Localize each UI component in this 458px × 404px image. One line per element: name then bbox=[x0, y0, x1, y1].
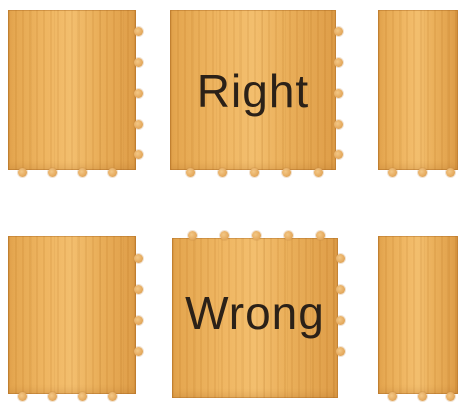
connector-knob bbox=[134, 27, 143, 36]
connector-knob bbox=[336, 347, 345, 356]
connector-knob bbox=[134, 120, 143, 129]
connector-knob bbox=[336, 285, 345, 294]
connector-knob bbox=[388, 168, 397, 177]
connector-knob bbox=[446, 168, 455, 177]
wood-tile-right bbox=[378, 236, 458, 394]
connector-knob bbox=[134, 150, 143, 159]
wood-tile-left bbox=[8, 10, 136, 170]
connector-knob bbox=[334, 150, 343, 159]
wood-tile-right bbox=[378, 10, 458, 170]
connector-knob bbox=[188, 231, 197, 240]
connector-knob bbox=[418, 392, 427, 401]
connector-knob bbox=[134, 254, 143, 263]
connector-knob bbox=[134, 89, 143, 98]
connector-knob bbox=[18, 168, 27, 177]
connector-knob bbox=[446, 392, 455, 401]
connector-knob bbox=[48, 392, 57, 401]
connector-knob bbox=[134, 58, 143, 67]
connector-knob bbox=[220, 231, 229, 240]
connector-knob bbox=[78, 168, 87, 177]
connector-knob bbox=[134, 347, 143, 356]
connector-knob bbox=[336, 316, 345, 325]
connector-knob bbox=[48, 168, 57, 177]
right-label: Right bbox=[170, 64, 336, 118]
wood-tile-center: Wrong bbox=[172, 238, 338, 398]
connector-knob bbox=[284, 231, 293, 240]
connector-knob bbox=[334, 89, 343, 98]
connector-knob bbox=[334, 120, 343, 129]
connector-knob bbox=[108, 168, 117, 177]
wrong-label: Wrong bbox=[172, 286, 338, 340]
wood-tile-center: Right bbox=[170, 10, 336, 170]
connector-knob bbox=[108, 392, 117, 401]
connector-knob bbox=[18, 392, 27, 401]
connector-knob bbox=[418, 168, 427, 177]
connector-knob bbox=[314, 168, 323, 177]
connector-knob bbox=[282, 168, 291, 177]
connector-knob bbox=[250, 168, 259, 177]
connector-knob bbox=[252, 231, 261, 240]
connector-knob bbox=[336, 254, 345, 263]
connector-knob bbox=[316, 231, 325, 240]
connector-knob bbox=[388, 392, 397, 401]
connector-knob bbox=[334, 58, 343, 67]
connector-knob bbox=[186, 168, 195, 177]
connector-knob bbox=[218, 168, 227, 177]
connector-knob bbox=[78, 392, 87, 401]
connector-knob bbox=[134, 316, 143, 325]
connector-knob bbox=[334, 27, 343, 36]
connector-knob bbox=[134, 285, 143, 294]
wood-tile-left bbox=[8, 236, 136, 394]
